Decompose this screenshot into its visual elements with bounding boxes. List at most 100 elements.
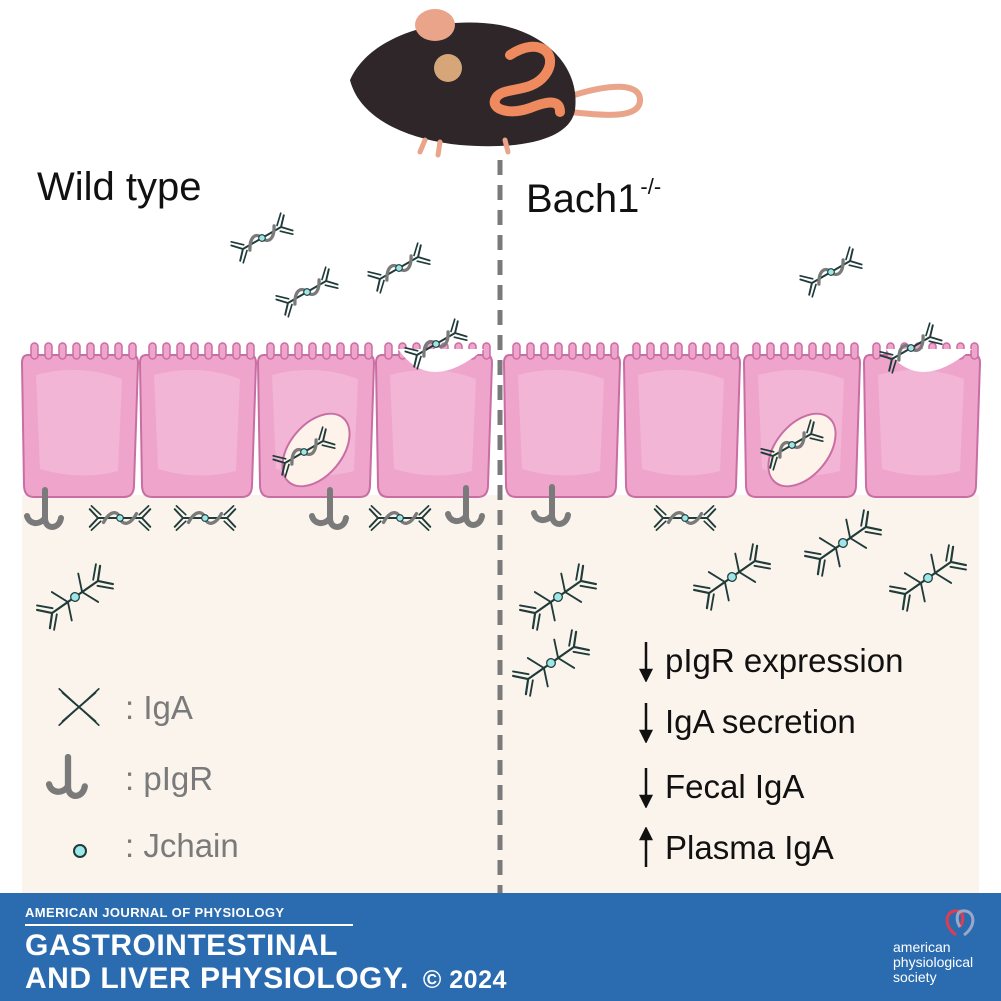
effect-row: Fecal IgA [635,764,804,810]
journal-footer [0,893,1001,1001]
microvillus [364,342,373,360]
microvillus [554,342,563,360]
microvillus [850,342,859,360]
microvillus [246,342,255,360]
cell-cytoplasm [390,369,476,476]
microvillus [540,342,549,360]
microvillus [808,342,817,360]
microvillus [596,342,605,360]
epithelial-cell [20,342,140,498]
microvillus [526,342,535,360]
microvillus [716,342,725,360]
cell-cytoplasm [638,369,724,476]
microvillus [872,342,881,360]
microvillus [482,342,491,360]
effect-arrow-icon [638,768,654,808]
microvillus [72,342,81,360]
legend-iga-label: : IgA [125,689,193,726]
transcytosis-vesicle [767,412,837,488]
journal-title-line2: AND LIVER PHYSIOLOGY. © 2024 [25,962,507,996]
effect-arrow-icon [638,642,654,682]
microvillus [752,342,761,360]
mouse-ear [415,9,455,41]
copyright-text: © 2024 [422,966,507,994]
effect-text: IgA secretion [665,703,856,740]
society-name: american physiological society [893,940,993,985]
microvillus [266,342,275,360]
secretory-iga [273,264,341,320]
knockout-superscript: -/- [640,174,662,199]
effect-row: pIgR expression [635,638,903,684]
journal-title-line2-text: AND LIVER PHYSIOLOGY. [25,962,409,995]
microvillus [610,342,619,360]
microvillus [308,342,317,360]
effect-row: IgA secretion [635,699,856,745]
mouse-tail [557,83,644,118]
epithelial-cell [742,342,862,498]
effect-arrow-icon [638,827,654,867]
microvillus [204,342,213,360]
mouse-illustration [350,9,644,158]
microvillus [660,342,669,360]
microvillus [822,342,831,360]
epithelial-cell [256,342,376,498]
journal-series-name: AMERICAN JOURNAL OF PHYSIOLOGY [25,905,285,920]
society-logo-icon [945,909,975,937]
secretory-iga [228,210,296,266]
wild-type-title: Wild type [37,165,202,209]
secretory-iga [365,240,433,296]
secretory-iga [797,244,865,300]
microvillus [568,342,577,360]
epithelial-cell [138,342,258,498]
microvillus [176,342,185,360]
cell-cytoplasm [36,369,122,476]
epithelial-cell [622,342,742,498]
microvillus [114,342,123,360]
journal-rule [25,924,353,926]
effect-text: Plasma IgA [665,829,834,866]
microvillus [218,342,227,360]
society-name-line: physiological [893,954,974,970]
microvillus [688,342,697,360]
microvillus [646,342,655,360]
effect-arrow-icon [638,703,654,743]
microvillus [190,342,199,360]
microvillus [86,342,95,360]
microvillus [512,342,521,360]
microvillus [128,342,137,360]
microvillus [44,342,53,360]
bach1-title-text: Bach1 [526,177,640,221]
microvillus [702,342,711,360]
microvillus [674,342,683,360]
cell-cytoplasm [154,369,240,476]
microvillus [780,342,789,360]
epithelial-cell [502,342,622,498]
microvillus [582,342,591,360]
microvillus [280,342,289,360]
microvillus [58,342,67,360]
effect-row: Plasma IgA [635,825,834,871]
legend-pigr-label: : pIgR [125,760,214,797]
microvillus [322,342,331,360]
cell-cytoplasm [518,369,604,476]
microvillus [970,342,979,360]
microvillus [100,342,109,360]
effect-text: pIgR expression [665,642,904,679]
mouse-paws [417,137,511,158]
microvillus [384,342,393,360]
microvillus [350,342,359,360]
epithelial-cell [374,342,494,498]
microvillus [632,342,641,360]
colon-illustration [489,41,565,117]
epithelium-layer [20,342,982,498]
microvillus [766,342,775,360]
cell-cytoplasm [878,369,964,476]
microvillus [730,342,739,360]
microvillus [294,342,303,360]
mouse-ear-inner [434,54,462,82]
apical-release-pocket [398,349,484,372]
epithelial-cell [862,342,982,498]
microvillus [232,342,241,360]
